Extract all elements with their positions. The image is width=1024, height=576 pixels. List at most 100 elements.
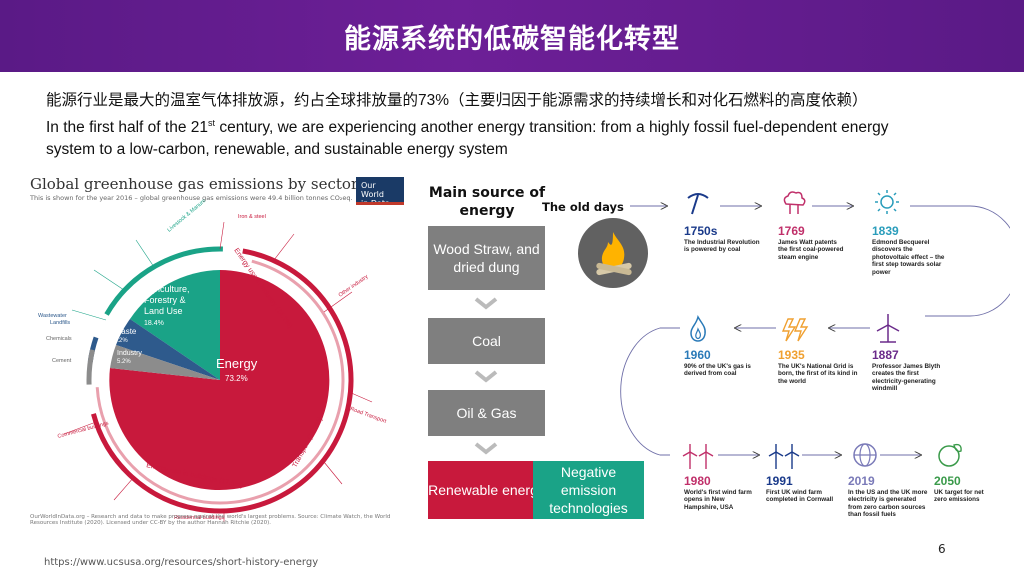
chevron-down-icon bbox=[474, 442, 498, 455]
timeline-year: 1887 bbox=[872, 348, 899, 362]
label-livestock: Livestock & Manure bbox=[166, 198, 207, 234]
timeline-desc: First UK wind farm completed in Cornwall bbox=[766, 489, 834, 504]
pickaxe-icon bbox=[687, 193, 709, 215]
title-bar: 能源系统的低碳智能化转型 bbox=[0, 0, 1024, 72]
wind-turbines-icon bbox=[768, 444, 800, 469]
waste-pct: 3.2% bbox=[114, 338, 128, 344]
source-renewable: Renewable energy bbox=[428, 461, 545, 519]
intro-text: 能源行业是最大的温室气体排放源，约占全球排放量的73%（主要归因于能源需求的持续… bbox=[46, 90, 996, 161]
sun-icon bbox=[875, 190, 899, 214]
agri-leaders bbox=[71, 239, 155, 321]
chevron-down-icon bbox=[474, 370, 498, 383]
timeline-item-1839: 1839 Edmond Becquerel discovers the phot… bbox=[872, 224, 948, 276]
windmill-icon bbox=[876, 314, 900, 343]
timeline-desc: World's first wind farm opens in New Ham… bbox=[684, 489, 752, 511]
timeline-desc: James Watt patents the first coal-powere… bbox=[778, 239, 844, 261]
fire-icon bbox=[578, 218, 648, 288]
energy-label: Energy bbox=[216, 356, 258, 371]
owid-logo-line1: Our World bbox=[361, 181, 384, 199]
lightning-icon bbox=[781, 318, 809, 342]
earth-leaf-icon bbox=[938, 443, 962, 467]
timeline-year: 1935 bbox=[778, 348, 805, 362]
source-negative-emission: Negative emission technologies bbox=[533, 461, 644, 519]
source-oil-gas: Oil & Gas bbox=[428, 390, 545, 436]
intro-line-en-2: system to a low-carbon, renewable, and s… bbox=[46, 141, 508, 159]
chart-footer: OurWorldInData.org – Research and data t… bbox=[30, 514, 391, 526]
timeline-year: 2019 bbox=[848, 474, 875, 488]
sources-heading: Main source of energy bbox=[428, 185, 546, 219]
agri-outer-ring bbox=[86, 246, 354, 514]
waste-label: Waste bbox=[114, 327, 137, 336]
timeline-desc: The Industrial Revolution is powered by … bbox=[684, 239, 760, 254]
industry-pct: 5.2% bbox=[117, 359, 131, 365]
agri-label-3: Land Use bbox=[144, 306, 183, 316]
chart-title: Global greenhouse gas emissions by secto… bbox=[30, 175, 359, 193]
timeline-item-1960: 1960 90% of the UK's gas is derived from… bbox=[684, 348, 756, 378]
gas-flame-icon bbox=[690, 315, 706, 342]
timeline-desc: Edmond Becquerel discovers the photovolt… bbox=[872, 239, 945, 276]
intro-sup: st bbox=[208, 118, 216, 128]
timeline-item-1935: 1935 The UK's National Grid is born, the… bbox=[778, 348, 858, 385]
label-residential: Residential buildings bbox=[174, 515, 225, 521]
timeline-year: 1991 bbox=[766, 474, 793, 488]
label-road: Road Transport bbox=[349, 406, 387, 425]
intro-line-en-a: In the first half of the 21 bbox=[46, 119, 208, 137]
intro-line-en-b: century, we are experiencing another ene… bbox=[215, 119, 889, 137]
label-other-industry: Other industry bbox=[338, 274, 370, 299]
timeline-year: 1839 bbox=[872, 224, 899, 238]
energy-slice bbox=[109, 270, 330, 490]
timeline-desc: 90% of the UK's gas is derived from coal bbox=[684, 363, 751, 378]
timeline-item-2050: 2050 UK target for net zero emissions bbox=[934, 474, 994, 504]
timeline-desc: Professor James Blyth creates the first … bbox=[872, 363, 941, 393]
emissions-chart: Agriculture, Forestry & Land Use 18.4% W… bbox=[24, 172, 412, 528]
globe-leaf-icon bbox=[853, 443, 877, 467]
timeline-item-1991: 1991 First UK wind farm completed in Cor… bbox=[766, 474, 842, 504]
chevron-down-icon bbox=[474, 297, 498, 310]
page-number: 6 bbox=[938, 542, 946, 556]
timeline-year: 1980 bbox=[684, 474, 711, 488]
energy-outer-ring bbox=[86, 246, 354, 514]
radial-leaders bbox=[63, 221, 373, 522]
agri-label-1: Agriculture, bbox=[144, 284, 190, 294]
timeline-item-2019: 2019 In the US and the UK more electrici… bbox=[848, 474, 928, 519]
intro-line-cn: 能源行业是最大的温室气体排放源，约占全球排放量的73%（主要归因于能源需求的持续… bbox=[46, 92, 868, 109]
agri-pct: 18.4% bbox=[144, 320, 164, 327]
timeline-desc: In the US and the UK more electricity is… bbox=[848, 489, 928, 519]
label-cement: Cement bbox=[52, 358, 72, 364]
timeline-path bbox=[620, 180, 1010, 540]
timeline-item-1750s: 1750s The Industrial Revolution is power… bbox=[684, 224, 764, 254]
label-iron: Iron & steel bbox=[238, 214, 266, 220]
industry-outer-ring bbox=[86, 246, 354, 514]
source-wood: Wood Straw, and dried dung bbox=[428, 226, 545, 290]
label-chemicals: Chemicals bbox=[46, 336, 72, 342]
agri-slice bbox=[130, 270, 220, 380]
owid-logo-bar bbox=[356, 202, 404, 205]
timeline-year: 2050 bbox=[934, 474, 961, 488]
timeline-year: 1769 bbox=[778, 224, 805, 238]
label-wastewater: Wastewater bbox=[38, 313, 67, 319]
energy-inner-ring bbox=[95, 255, 345, 505]
agri-label-2: Forestry & bbox=[144, 295, 186, 305]
intro-line-en: In the first half of the 21st century, w… bbox=[46, 112, 996, 139]
wind-turbines-icon bbox=[682, 444, 714, 469]
timeline-item-1887: 1887 Professor James Blyth creates the f… bbox=[872, 348, 952, 393]
label-landfills: Landfills bbox=[50, 320, 70, 326]
slide-title: 能源系统的低碳智能化转型 bbox=[344, 23, 680, 55]
chart-subtitle: This is shown for the year 2016 – global… bbox=[30, 194, 353, 202]
timeline-item-1980: 1980 World's first wind farm opens in Ne… bbox=[684, 474, 760, 511]
industry-label: Industry bbox=[117, 350, 142, 357]
old-days-label: The old days bbox=[542, 200, 624, 214]
energy-pct: 73.2% bbox=[225, 374, 248, 383]
emissions-pie: Agriculture, Forestry & Land Use 18.4% W… bbox=[38, 198, 387, 522]
timeline-item-1769: 1769 James Watt patents the first coal-p… bbox=[778, 224, 848, 261]
timeline-desc: The UK's National Grid is born, the firs… bbox=[778, 363, 858, 385]
timeline-year: 1960 bbox=[684, 348, 711, 362]
timeline-desc: UK target for net zero emissions bbox=[934, 489, 984, 504]
timeline-year: 1750s bbox=[684, 224, 718, 238]
industry-slice bbox=[110, 345, 220, 380]
steam-engine-icon bbox=[783, 191, 806, 214]
owid-logo: Our World in Data bbox=[356, 177, 404, 208]
source-url[interactable]: https://www.ucsusa.org/resources/short-h… bbox=[44, 557, 319, 568]
source-coal: Coal bbox=[428, 318, 545, 364]
waste-slice bbox=[116, 319, 220, 380]
